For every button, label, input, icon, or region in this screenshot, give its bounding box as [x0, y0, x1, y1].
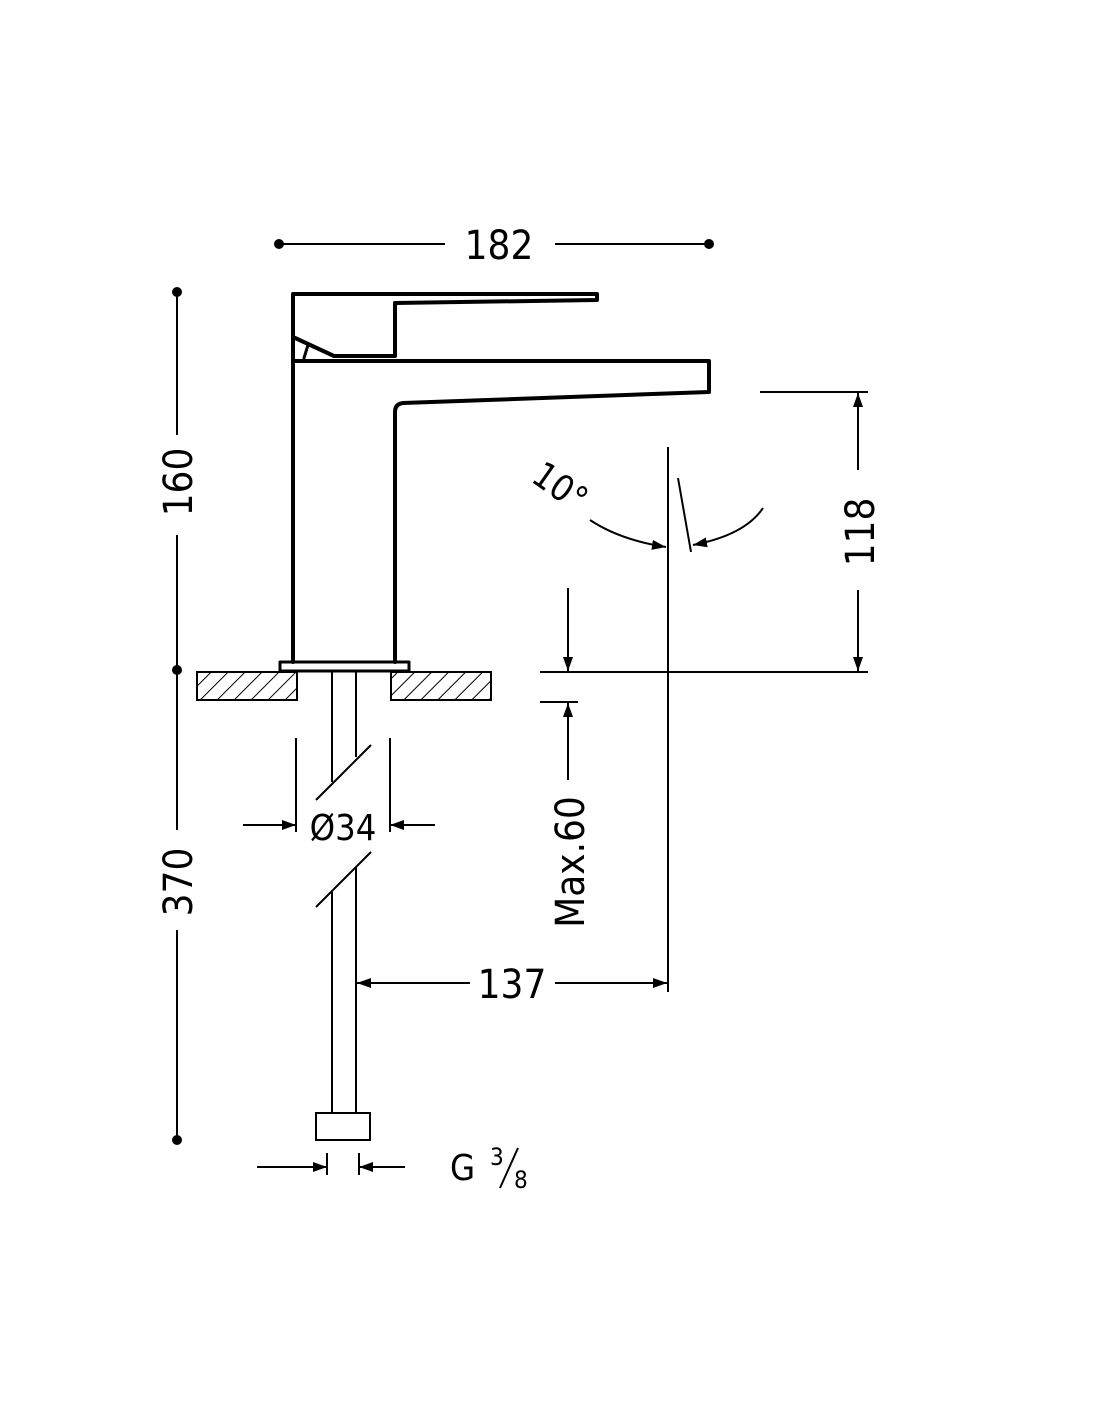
countertop-section: [196, 671, 492, 701]
base-diameter-label: Ø34: [310, 808, 377, 849]
dimension-spout-angle: 10°: [524, 454, 764, 553]
thread-numerator: 3: [490, 1143, 504, 1171]
hose-length-label: 370: [156, 848, 202, 917]
max-countertop-label: Max.60: [548, 796, 594, 928]
thread-prefix-label: G: [450, 1148, 475, 1189]
overall-width-label: 182: [465, 223, 534, 269]
dimension-base-diameter: Ø34: [243, 738, 435, 849]
tap-height-label: 160: [156, 448, 202, 517]
spout-angle-label: 10°: [524, 454, 595, 521]
dimension-max-countertop: Max.60: [540, 588, 868, 928]
dimension-overall-width: 182: [274, 223, 714, 269]
supply-hose: [315, 672, 372, 1141]
thread-denominator: 8: [514, 1166, 528, 1194]
dimension-thread: G 3 8: [257, 1143, 528, 1194]
spout-reach-label: 137: [478, 962, 547, 1008]
dimension-spout-reach: 137: [357, 447, 669, 1008]
faucet-outline: [278, 292, 711, 673]
dimension-left-vertical: 160 370: [156, 287, 202, 1145]
dimension-spout-clearance: 118: [760, 391, 884, 671]
spout-clearance-label: 118: [838, 498, 884, 567]
